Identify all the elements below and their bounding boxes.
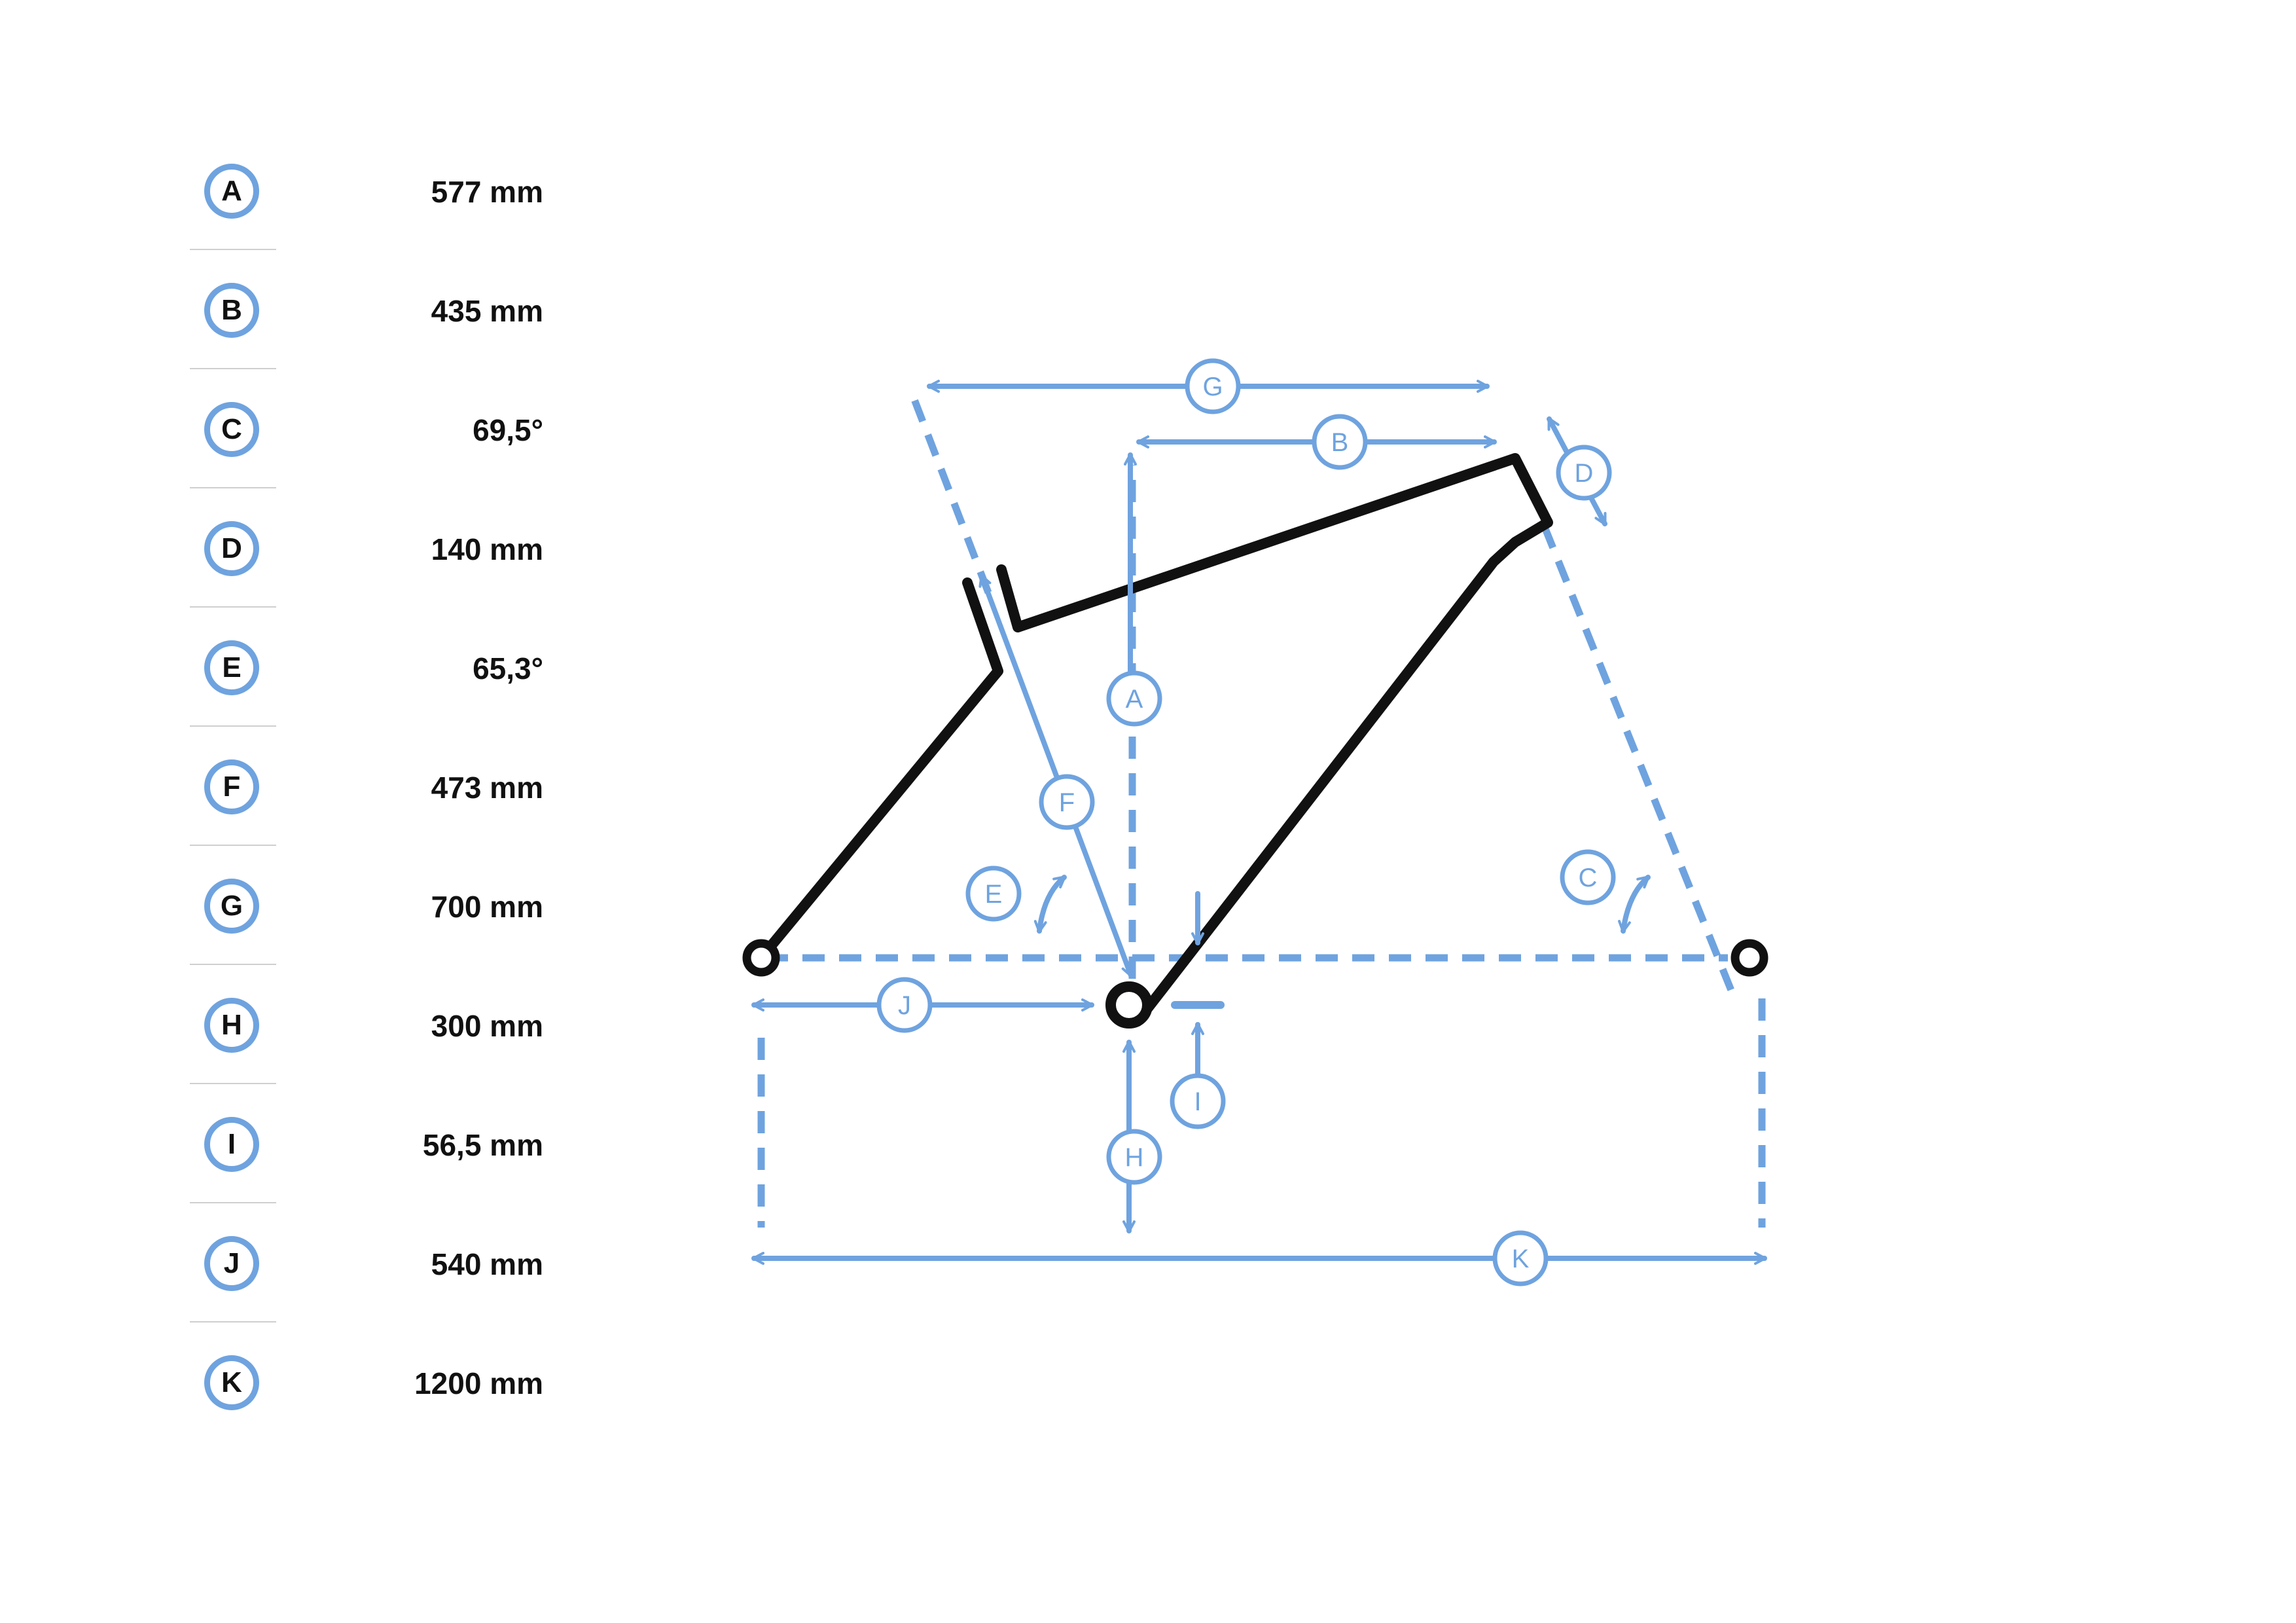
legend-row-k: K 1200 mm (190, 1342, 543, 1461)
geometry-legend: A 577 mm B 435 mm C 69,5° D 140 mm E 65,… (190, 151, 543, 1461)
dimension-label-i-text: I (1194, 1087, 1201, 1116)
legend-badge-h: H (204, 998, 259, 1053)
dimension-label-j-text: J (898, 991, 911, 1020)
dimension-label-d-text: D (1575, 459, 1594, 488)
head-tube-extension-line (1541, 525, 1738, 1000)
legend-row-h: H 300 mm (190, 985, 543, 1104)
legend-value-e: 65,3° (473, 651, 543, 685)
legend-separator (190, 1202, 276, 1203)
legend-value-j: 540 mm (431, 1247, 543, 1281)
legend-badge-k: K (204, 1355, 259, 1410)
axle-markers (742, 939, 1768, 1029)
legend-value-h: 300 mm (431, 1009, 543, 1043)
legend-row-i: I 56,5 mm (190, 1104, 543, 1223)
dimension-label-i: I (1170, 1073, 1226, 1129)
dimension-label-k-text: K (1512, 1245, 1530, 1273)
legend-separator (190, 1083, 276, 1084)
dimension-label-b: B (1312, 414, 1368, 470)
legend-row-a: A 577 mm (190, 151, 543, 270)
dimension-label-e: E (965, 866, 1022, 922)
top-tube-and-head-tube (996, 453, 1553, 1027)
dimension-label-g: G (1185, 358, 1241, 414)
dimension-label-b-text: B (1331, 428, 1349, 457)
dimension-arrows (751, 380, 1767, 1265)
legend-value-f: 473 mm (431, 771, 543, 805)
dimension-label-k: K (1492, 1230, 1549, 1286)
legend-value-d: 140 mm (431, 532, 543, 566)
legend-separator (190, 845, 276, 846)
legend-row-b: B 435 mm (190, 270, 543, 389)
legend-row-g: G 700 mm (190, 866, 543, 985)
legend-value-c: 69,5° (473, 413, 543, 447)
dimension-f-arrow (978, 574, 1134, 978)
rear-axle (742, 939, 780, 977)
legend-value-i: 56,5 mm (422, 1128, 543, 1162)
seat-stay-and-seat-tube (756, 577, 1003, 963)
legend-separator (190, 964, 276, 965)
legend-row-d: D 140 mm (190, 508, 543, 627)
legend-badge-c: C (204, 402, 259, 457)
legend-badge-i: I (204, 1117, 259, 1172)
legend-row-e: E 65,3° (190, 627, 543, 746)
construction-lines (757, 395, 1766, 1228)
legend-row-f: F 473 mm (190, 746, 543, 866)
dimension-label-h: H (1106, 1129, 1162, 1185)
legend-value-g: 700 mm (431, 890, 543, 924)
legend-separator (190, 606, 276, 608)
legend-badge-d: D (204, 521, 259, 576)
legend-separator (190, 1321, 276, 1322)
legend-separator (190, 249, 276, 250)
legend-badge-a: A (204, 164, 259, 219)
dimension-label-d: D (1556, 445, 1612, 501)
dimension-label-c: C (1560, 849, 1616, 905)
dimension-e-angle-arrow (1033, 875, 1067, 934)
dimension-labels: G B D A F E C (876, 358, 1616, 1286)
legend-badge-j: J (204, 1236, 259, 1291)
legend-value-k: 1200 mm (414, 1366, 543, 1400)
legend-value-b: 435 mm (431, 294, 543, 328)
bike-frame (756, 453, 1553, 1027)
legend-separator (190, 368, 276, 369)
legend-value-a: 577 mm (431, 175, 543, 209)
bottom-bracket (1105, 981, 1153, 1029)
dimension-label-a-text: A (1126, 685, 1143, 714)
legend-badge-b: B (204, 283, 259, 338)
dimension-label-a: A (1106, 670, 1162, 727)
dimension-label-j: J (876, 977, 933, 1033)
legend-badge-e: E (204, 640, 259, 695)
legend-separator (190, 725, 276, 727)
dimension-label-g-text: G (1202, 373, 1223, 401)
dimension-label-e-text: E (985, 880, 1003, 909)
legend-row-j: J 540 mm (190, 1223, 543, 1342)
legend-badge-g: G (204, 879, 259, 934)
legend-row-c: C 69,5° (190, 389, 543, 508)
front-axle (1731, 939, 1768, 977)
seat-tube-extension-line (909, 395, 992, 594)
dimension-label-f: F (1039, 774, 1095, 830)
dimension-label-c-text: C (1579, 864, 1598, 892)
legend-separator (190, 487, 276, 488)
dimension-label-h-text: H (1125, 1143, 1144, 1172)
legend-badge-f: F (204, 759, 259, 814)
dimension-label-f-text: F (1059, 788, 1075, 817)
dimension-c-angle-arrow (1618, 875, 1651, 934)
